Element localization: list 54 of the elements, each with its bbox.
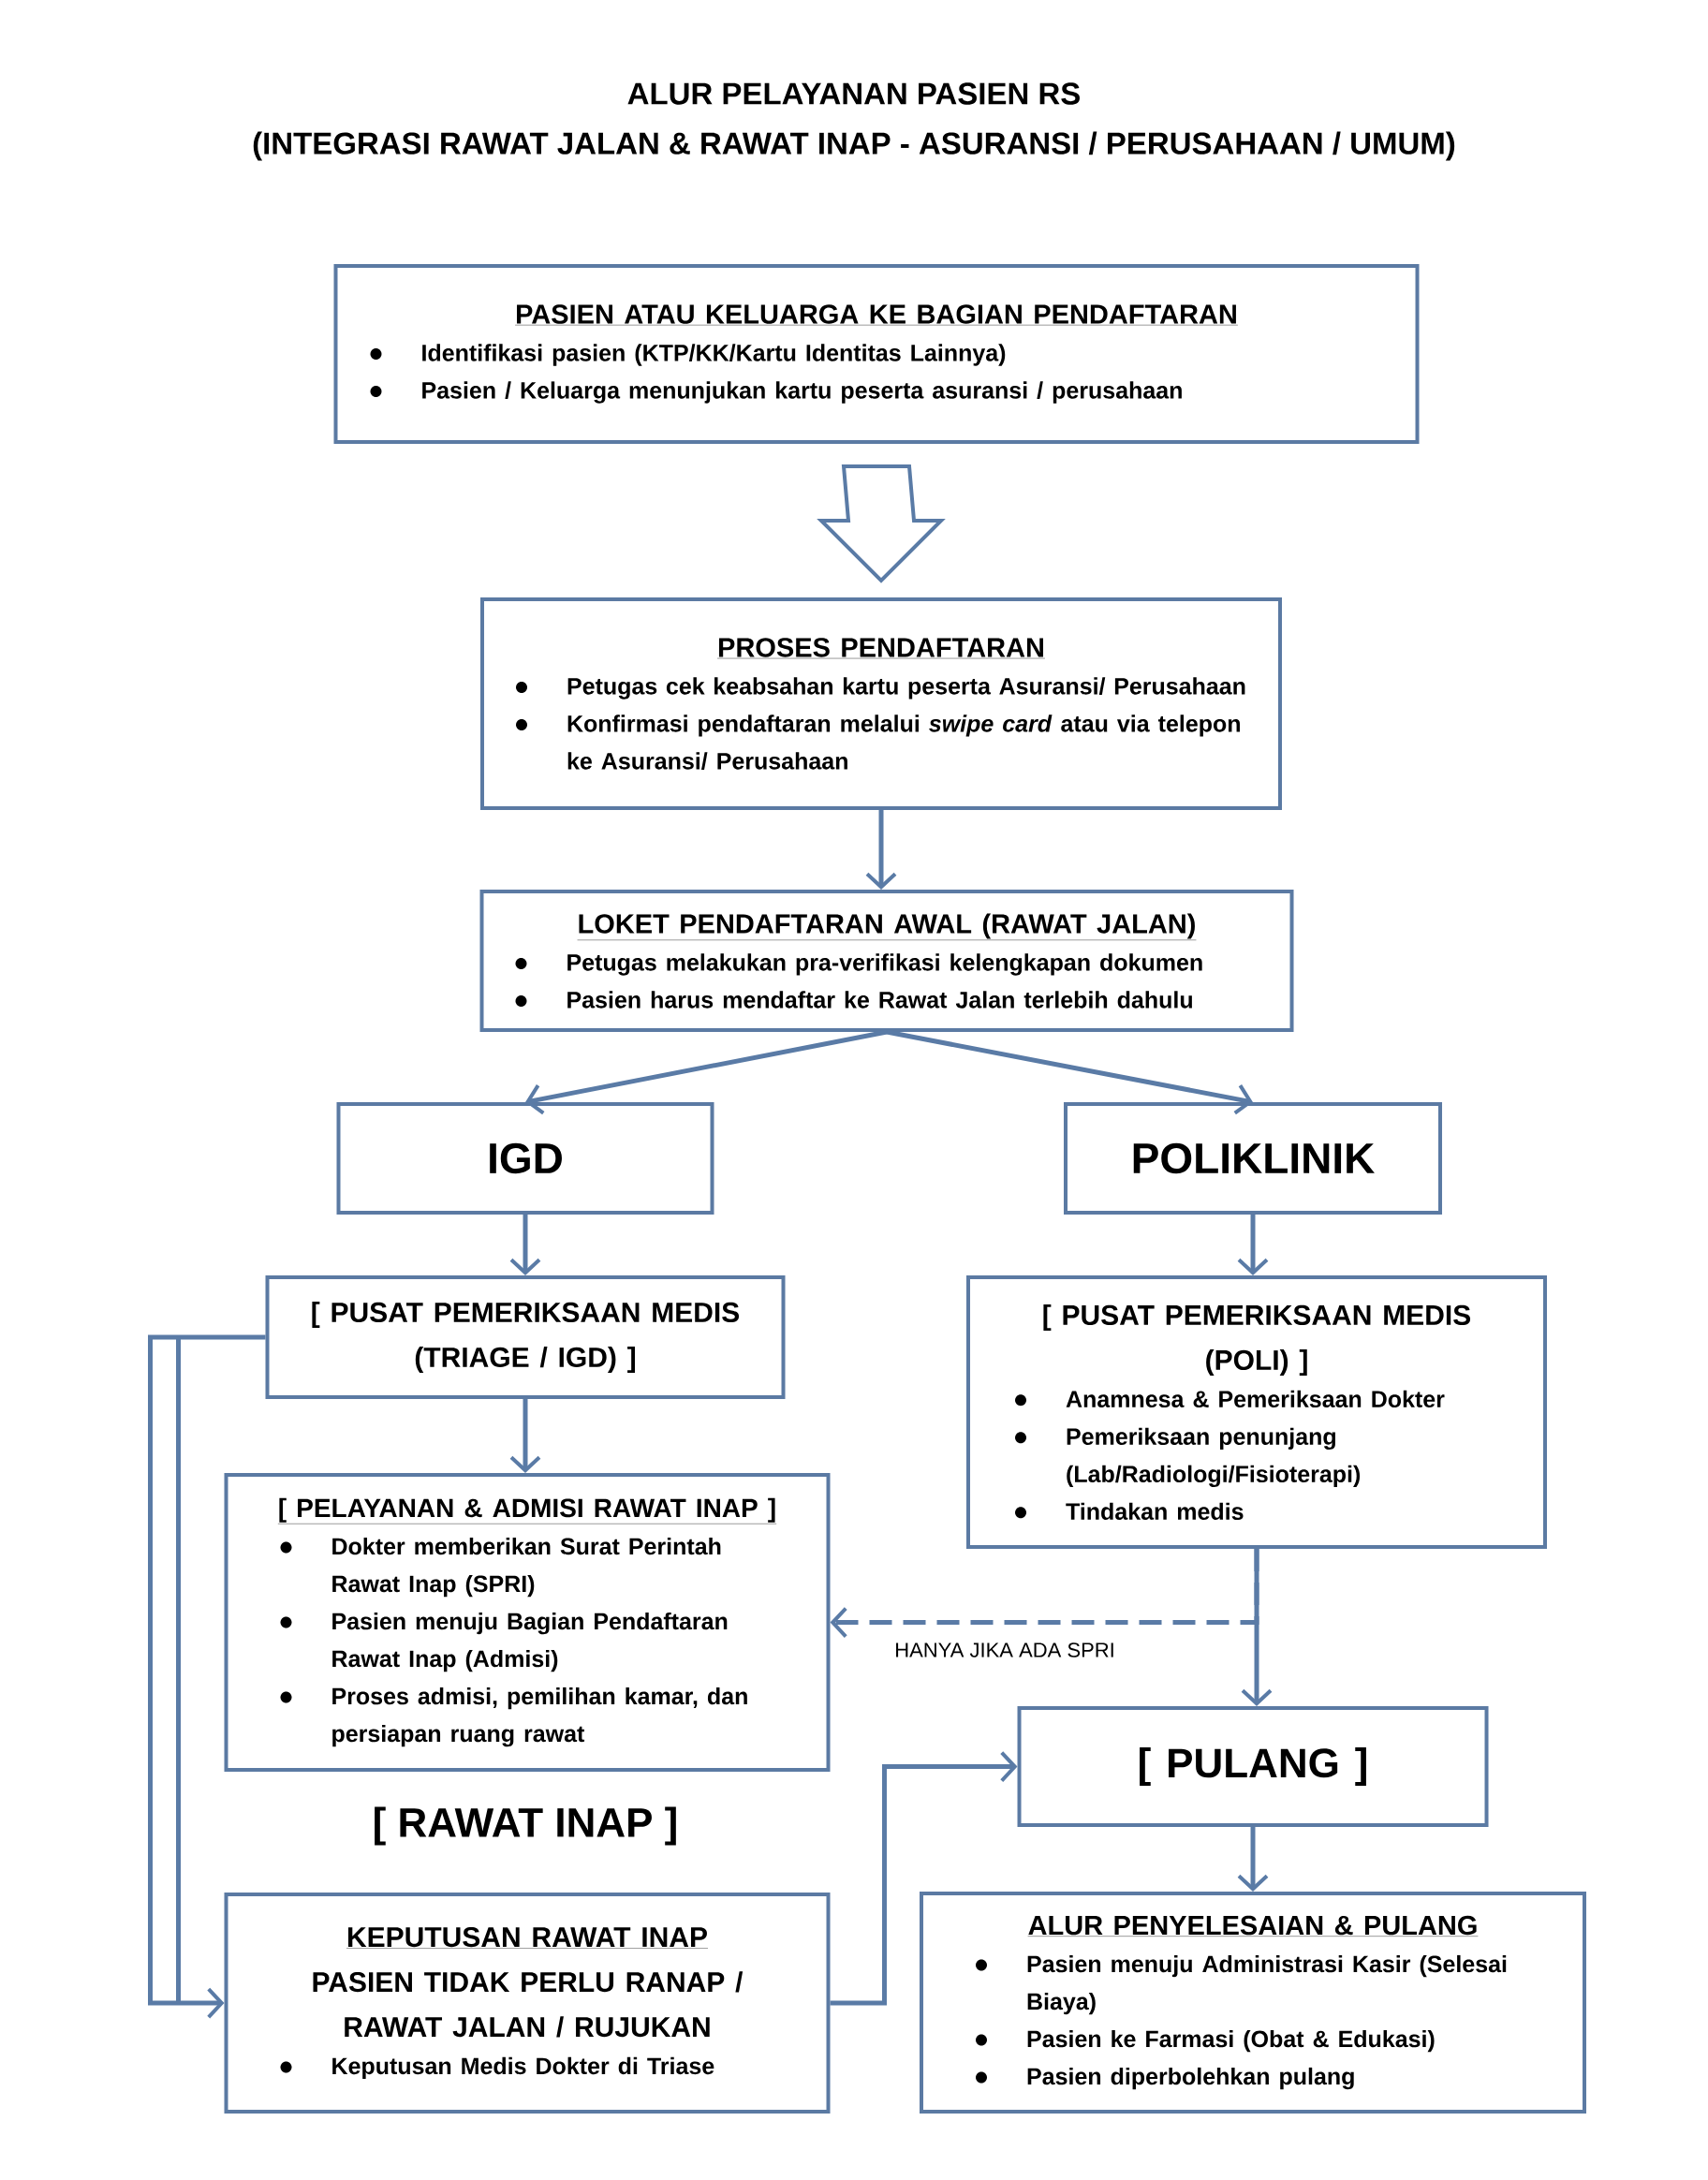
box-heading: PASIEN ATAU KELUARGA KE BAGIAN PENDAFTARAN bbox=[514, 304, 1239, 326]
arrow bbox=[1237, 1827, 1269, 1893]
box-heading: [ PUSAT PEMERIKSAAN MEDIS (TRIAGE / IGD) ] bbox=[312, 1302, 740, 1373]
arrow bbox=[525, 1029, 888, 1115]
process-box bbox=[920, 1892, 1586, 2114]
double-line-arrow bbox=[148, 1334, 268, 2019]
process-box bbox=[1017, 1706, 1489, 1827]
bullet-item: Identifikasi pasien (KTP/KK/Kartu Identitas Lainnya) bbox=[370, 344, 1006, 366]
bullet-item: Anamnesa & Pemeriksaan Dokter bbox=[1015, 1390, 1445, 1407]
box-heading: IGD bbox=[490, 1142, 562, 1174]
subtitle: (INTEGRASI RAWAT JALAN & RAWAT INAP - ASURANSI / PERUSAHAAN / UMUM) bbox=[253, 131, 1455, 161]
box-heading: [ PUSAT PEMERIKSAAN MEDIS (POLI) ] bbox=[1043, 1304, 1471, 1376]
process-box bbox=[333, 264, 1420, 444]
box-heading: [ PELAYANAN & ADMISI RAWAT INAP ] bbox=[277, 1497, 777, 1525]
arrow bbox=[509, 1399, 541, 1473]
edge-label: HANYA JIKA ADA SPRI bbox=[896, 1642, 1113, 1657]
bullet-item: Petugas melakukan pra-verifikasi kelengkapan dokumen bbox=[515, 953, 1202, 976]
arrow bbox=[886, 1029, 1253, 1115]
box-heading: [ PULANG ] bbox=[1140, 1747, 1366, 1786]
section-label: [ RAWAT INAP ] bbox=[375, 1806, 676, 1846]
bullet-item: Pasien / Keluarga menunjukan kartu peserta asuransi / perusahaan bbox=[370, 381, 1182, 404]
box-heading: ALUR PENYELESAIAN & PULANG bbox=[1027, 1915, 1479, 1937]
bullet-item: Keputusan Medis Dokter di Triase bbox=[280, 2056, 714, 2080]
process-box bbox=[480, 597, 1282, 810]
arrow bbox=[865, 810, 897, 890]
box-heading: PROSES PENDAFTARAN bbox=[716, 638, 1046, 659]
bullet-item: Pemeriksaan penunjang (Lab/Radiologi/Fisioterapi) bbox=[1015, 1427, 1361, 1488]
process-box bbox=[966, 1275, 1547, 1549]
box-heading: KEPUTUSAN RAWAT INAP bbox=[346, 1926, 709, 1949]
bullet-item: Pasien ke Farmasi (Obat & Edukasi) bbox=[976, 2029, 1435, 2053]
process-box bbox=[336, 1102, 714, 1215]
box-heading: PASIEN TIDAK PERLU RANAP / RAWAT JALAN / RUJUKAN bbox=[313, 1971, 744, 2038]
bullet-item: Pasien menuju Administrasi Kasir (Selesai Biaya) bbox=[976, 1954, 1507, 2015]
bullet-item: Konfirmasi pendaftaran melalui swipe card atau via telepon ke Asuransi/ Perusahaan bbox=[516, 714, 1240, 770]
block-arrow bbox=[817, 464, 946, 583]
title: ALUR PELAYANAN PASIEN RS bbox=[627, 82, 1080, 105]
bullet-item: Tindakan medis bbox=[1015, 1502, 1244, 1520]
box-heading: POLIKLINIK bbox=[1133, 1142, 1375, 1174]
process-box bbox=[224, 1893, 831, 2114]
process-box bbox=[1064, 1102, 1442, 1215]
arrow bbox=[1237, 1215, 1269, 1275]
process-box bbox=[479, 890, 1294, 1032]
bullet-item: Pasien diperbolehkan pulang bbox=[976, 2067, 1354, 2090]
bullet-item: Pasien harus mendaftar ke Rawat Jalan terlebih dahulu bbox=[515, 991, 1192, 1009]
bullet-item: Petugas cek keabsahan kartu peserta Asuransi/ Perusahaan bbox=[516, 677, 1245, 700]
bullet-item: Proses admisi, pemilihan kamar, dan persiapan ruang rawat bbox=[280, 1687, 747, 1747]
process-box bbox=[224, 1473, 831, 1772]
arrow bbox=[830, 1751, 1018, 2006]
bullet-item: Pasien menuju Bagian Pendaftaran Rawat Inap (Admisi) bbox=[280, 1612, 728, 1672]
box-heading: LOKET PENDAFTARAN AWAL (RAWAT JALAN) bbox=[577, 913, 1197, 940]
arrow bbox=[1241, 1549, 1273, 1706]
process-box bbox=[265, 1275, 786, 1399]
arrow bbox=[509, 1215, 541, 1275]
bullet-item: Dokter memberikan Surat Perintah Rawat Inap (SPRI) bbox=[280, 1537, 721, 1598]
